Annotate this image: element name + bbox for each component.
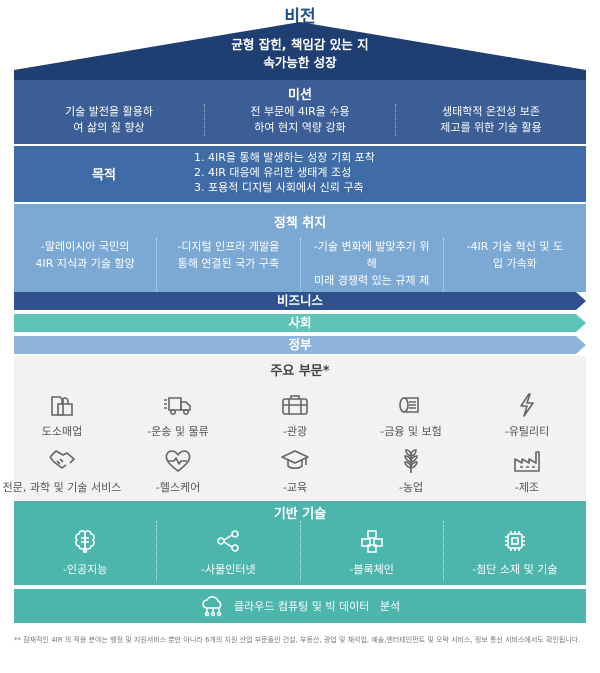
purpose-band: 목적 1. 4IR을 통해 발생하는 성장 기회 포착 2. 4IR 대응에 유… [14, 146, 586, 202]
page-title: 비전 [284, 7, 316, 27]
sector-item: -농업 [341, 448, 481, 495]
sector-label: -제조 [514, 481, 540, 494]
coins-icon [399, 397, 419, 413]
heart-pulse-icon [165, 450, 191, 472]
footnote: ** 잠재적인 4IR 의 적용 분야는 행정 및 지원서비스 뿐만 아니라 6… [14, 636, 581, 644]
mission-item-line: 하여 현지 역량 강화 [254, 121, 346, 134]
purpose-item: 2. 4IR 대응에 유리한 생태계 조성 [194, 166, 352, 179]
mission-item-line: 제고를 위한 기술 활용 [440, 121, 542, 134]
tech-item: -블록체인 [299, 521, 443, 581]
handshake-icon [49, 450, 75, 469]
sector-item: -유틸리티 [457, 392, 597, 439]
factory-icon [514, 451, 540, 472]
sector-label: 도소매업 [41, 425, 83, 438]
policy-heading: 정책 취지 [273, 216, 327, 231]
brain-circuit-icon [75, 530, 95, 553]
sector-label: -금융 및 보험 [380, 425, 442, 438]
cubes-icon [360, 530, 383, 553]
policy-item-line: -디지털 인프라 개발을 [177, 240, 280, 253]
mission-item-line: 전 부문에 4IR을 수용 [250, 105, 350, 118]
policy-item-line: -기술 변화에 발맞추기 위해 [313, 240, 430, 270]
sector-item: -교육 [225, 448, 365, 495]
share-nodes-icon [217, 530, 240, 552]
key-sectors-panel: 주요 부문* 도소매업 -운송 및 물류 -관광 -금융 및 보험 -유틸리티 … [3, 356, 586, 500]
sector-label: -유틸리티 [504, 425, 550, 438]
graduation-cap-icon [281, 450, 309, 470]
vision-statement: 균형 잡힌, 책임감 있는 지 속가능한 성장 [150, 36, 450, 72]
wheat-icon [404, 449, 418, 473]
policy-item-line: 4IR 지식과 기술 함양 [35, 257, 135, 270]
purpose-label: 목적 [92, 168, 116, 183]
sector-label: -농업 [398, 481, 424, 494]
sector-item: -제조 [457, 448, 597, 495]
tech-item: -인공지능 [14, 521, 156, 581]
purpose-list: 1. 4IR을 통해 발생하는 성장 기회 포착 2. 4IR 대응에 유리한 … [194, 150, 375, 195]
tech-label: -블록체인 [349, 563, 394, 576]
vision-line-2: 속가능한 성장 [263, 55, 337, 70]
lightning-icon [520, 393, 534, 417]
policy-band: 정책 취지 -말레이시아 국민의 4IR 지식과 기술 함양 -디지털 인프라 개… [14, 204, 586, 306]
mission-item-line: 기술 발전을 활용하 [65, 105, 153, 118]
arrow-business: 비즈니스 [14, 292, 586, 310]
chip-icon [504, 531, 525, 551]
foundation-tech-band: 기반 기술 -인공지능 -사물인터넷 -블록체인 -첨단 소재 및 기술 [14, 501, 586, 585]
sector-label: -교육 [282, 481, 308, 494]
tech-item: -첨단 소재 및 기술 [442, 521, 586, 581]
tech-label: -인공지능 [62, 563, 108, 576]
tech-item: -사물인터넷 [156, 521, 299, 581]
briefcase-icon [282, 395, 308, 415]
cloud-bigdata-bar: 클라우드 컴퓨팅 및 빅 데이터 분석 [14, 589, 586, 623]
sectors-heading: 주요 부문* [270, 364, 330, 379]
sector-item: 전문, 과학 및 기술 서비스 [0, 448, 132, 495]
policy-item-line: 통해 연결된 국가 구축 [177, 257, 280, 270]
sector-item: -헬스케어 [108, 448, 248, 495]
arrow-government: 정부 [14, 336, 586, 354]
policy-item: -말레이시아 국민의 4IR 지식과 기술 함양 [14, 238, 156, 306]
sector-label: -헬스케어 [155, 481, 201, 494]
sector-item: -금융 및 보험 [341, 392, 481, 439]
arrow-society: 사회 [14, 314, 586, 332]
arrow-label: 정부 [288, 337, 312, 352]
vision-roof [14, 22, 586, 80]
purpose-item: 3. 포용적 디지털 사회에서 신뢰 구축 [194, 181, 364, 194]
arrow-label: 비즈니스 [276, 293, 323, 308]
purpose-item: 1. 4IR을 통해 발생하는 성장 기회 포착 [194, 151, 375, 164]
policy-item-line: -말레이시아 국민의 [40, 240, 130, 253]
shopping-bag-icon [51, 396, 73, 416]
cloud-network-icon [202, 596, 222, 617]
sector-label: -관광 [282, 425, 308, 438]
tech-heading: 기반 기술 [273, 507, 327, 522]
policy-item-line: 입 가속화 [492, 257, 537, 270]
mission-item-line: 생태학적 온전성 보존 [441, 105, 541, 118]
sector-label: 전문, 과학 및 기술 서비스 [2, 481, 122, 494]
mission-heading: 미션 [288, 88, 312, 103]
sector-item: -운송 및 물류 [108, 392, 248, 439]
vision-line-1: 균형 잡힌, 책임감 있는 지 [231, 37, 369, 52]
arrow-label: 사회 [288, 315, 312, 330]
sector-label: -운송 및 물류 [147, 425, 209, 438]
truck-icon [164, 397, 191, 415]
sector-item: -관광 [225, 392, 365, 439]
cloud-label: 클라우드 컴퓨팅 및 빅 데이터 분석 [233, 600, 401, 613]
tech-label: -첨단 소재 및 기술 [472, 563, 558, 576]
mission-item-line: 여 삶의 질 향상 [73, 121, 145, 134]
policy-item-line: -4IR 기술 혁신 및 도 [466, 240, 564, 253]
sector-item: 도소매업 [0, 392, 132, 439]
tech-label: -사물인터넷 [201, 563, 256, 576]
